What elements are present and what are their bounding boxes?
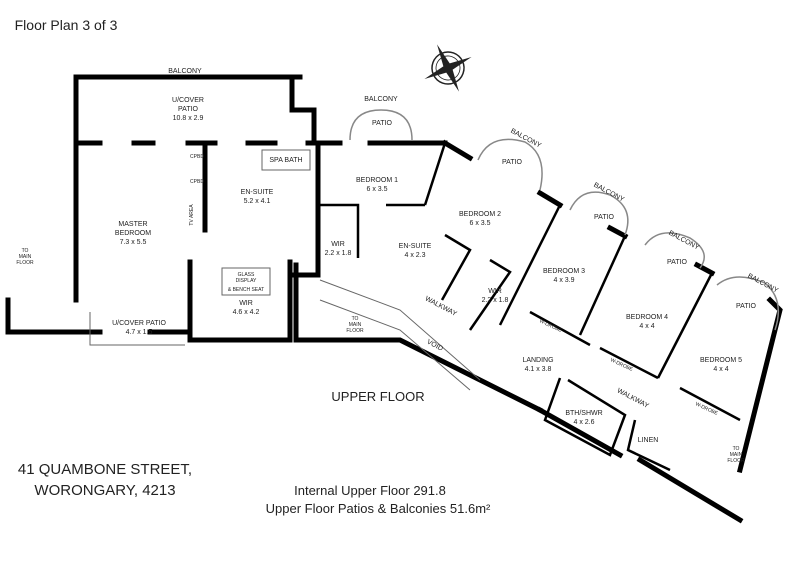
- label-linen: LINEN: [638, 437, 659, 444]
- patio-area: Upper Floor Patios & Balconies 51.6m²: [266, 501, 491, 516]
- label-to-main-floor-1c: FLOOR: [16, 260, 34, 266]
- label-glass-display-3: & BENCH SEAT: [228, 287, 264, 293]
- label-wir2-size: 2.2 x 1.8: [482, 297, 509, 304]
- label-balcony: BALCONY: [168, 68, 202, 75]
- label-bed2: BEDROOM 2: [459, 211, 501, 218]
- label-wir2: WIR: [488, 288, 502, 295]
- label-ucover-patio: U/COVER: [172, 97, 204, 104]
- label-walkway-2: WALKWAY: [616, 387, 650, 410]
- internal-area: Internal Upper Floor 291.8: [294, 483, 446, 498]
- label-bath-size: 4 x 2.6: [573, 419, 594, 426]
- label-bed4: BEDROOM 4: [626, 314, 668, 321]
- label-bed4-size: 4 x 4: [639, 323, 654, 330]
- label-bed5: BEDROOM 5: [700, 357, 742, 364]
- label-master-size: 7.3 x 5.5: [120, 239, 147, 246]
- label-glass-display: GLASS: [238, 272, 255, 278]
- label-ucover-patio-size: 10.8 x 2.9: [173, 115, 204, 122]
- label-ensuite-master-size: 5.2 x 4.1: [244, 198, 271, 205]
- label-landing-size: 4.1 x 3.8: [525, 366, 552, 373]
- label-bed1: BEDROOM 1: [356, 177, 398, 184]
- label-bed1-balcony: BALCONY: [364, 96, 398, 103]
- label-to-main-floor-1: TO: [22, 248, 29, 254]
- label-wir1: WIR: [331, 241, 345, 248]
- label-to-main-floor-2: TO: [352, 316, 359, 322]
- balcony-outlines: [89, 109, 780, 391]
- label-ucover-patio-small-size: 4.7 x 1.5: [126, 329, 153, 336]
- label-cpbd-2: CPBD: [190, 179, 204, 185]
- label-bed1-patio: PATIO: [372, 120, 393, 127]
- label-wir-master: WIR: [239, 300, 253, 307]
- plan-title: Floor Plan 3 of 3: [15, 17, 118, 33]
- label-bed4-balcony: BALCONY: [667, 230, 700, 252]
- label-void: VOID: [426, 339, 444, 353]
- label-to-main-floor-3b: MAIN: [730, 452, 743, 458]
- floor-label: UPPER FLOOR: [331, 389, 424, 404]
- address-line2: WORONGARY, 4213: [34, 482, 175, 499]
- label-bed2-balcony: BALCONY: [509, 128, 542, 150]
- label-to-main-floor-2b: MAIN: [349, 322, 362, 328]
- label-glass-display-2: DISPLAY: [236, 278, 257, 284]
- label-bath: BTH/SHWR: [565, 410, 602, 417]
- label-wdrobe-5: W-DROBE: [694, 401, 719, 417]
- compass-rose-icon: [424, 44, 472, 92]
- label-landing: LANDING: [522, 357, 553, 364]
- label-bed5-size: 4 x 4: [713, 366, 728, 373]
- label-ensuite-master: EN-SUITE: [241, 189, 274, 196]
- label-to-main-floor-3c: FLOOR: [727, 458, 745, 464]
- address-line1: 41 QUAMBONE STREET,: [18, 461, 192, 478]
- label-spa-bath: SPA BATH: [269, 157, 302, 164]
- label-bed2-size: 6 x 3.5: [469, 220, 490, 227]
- label-bed4-patio: PATIO: [667, 259, 688, 266]
- label-bed3-size: 4 x 3.9: [553, 277, 574, 284]
- label-ensuite2: EN-SUITE: [399, 243, 432, 250]
- label-to-main-floor-1b: MAIN: [19, 254, 32, 260]
- label-ucover-patio-small: U/COVER PATIO: [112, 320, 166, 327]
- label-to-main-floor-2c: FLOOR: [346, 328, 364, 334]
- room-labels: BALCONY U/COVER PATIO 10.8 x 2.9 MASTER …: [16, 68, 779, 464]
- label-wir-master-size: 4.6 x 4.2: [233, 309, 260, 316]
- label-wir1-size: 2.2 x 1.8: [325, 250, 352, 257]
- label-master-2: BEDROOM: [115, 230, 151, 237]
- label-wdrobe-3: W-DROBE: [538, 318, 563, 334]
- label-tv-area: TV AREA: [189, 204, 195, 226]
- label-bed2-patio: PATIO: [502, 159, 523, 166]
- label-bed3-patio: PATIO: [594, 214, 615, 221]
- label-cpbd-1: CPBD: [190, 154, 204, 160]
- label-ensuite2-size: 4 x 2.3: [404, 252, 425, 259]
- label-bed1-size: 6 x 3.5: [366, 186, 387, 193]
- label-bed5-balcony: BALCONY: [746, 273, 779, 295]
- label-master: MASTER: [118, 221, 147, 228]
- label-to-main-floor-3: TO: [733, 446, 740, 452]
- walls: [5, 74, 783, 524]
- label-bed5-patio: PATIO: [736, 303, 757, 310]
- label-bed3: BEDROOM 3: [543, 268, 585, 275]
- label-ucover-patio-2: PATIO: [178, 106, 199, 113]
- label-walkway-1: WALKWAY: [424, 295, 458, 318]
